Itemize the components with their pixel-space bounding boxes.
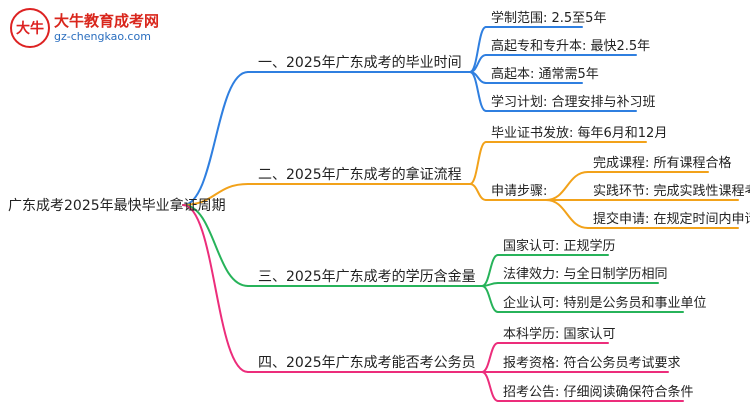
connector-root-branch-4 (182, 204, 249, 373)
branch-2-label: 二、2025年广东成考的拿证流程 (258, 166, 462, 183)
branch-4-leaf-3: 招考公告: 仔细阅读确保符合条件 (503, 384, 694, 400)
connector-branch-4-leaf-3 (481, 371, 499, 402)
branch-3-leaf-2: 法律效力: 与全日制学历相同 (503, 266, 668, 282)
branch-2-leaf-2: 申请步骤: (491, 184, 547, 199)
branch-2-subleaf-1: 完成课程: 所有课程合格 (593, 155, 732, 171)
connector-branch-4-leaf-1 (481, 342, 499, 373)
branch-3-label: 三、2025年广东成考的学历含金量 (258, 269, 476, 285)
connector-branch-2-subleaf-1 (545, 171, 589, 201)
connector-branch-2-subleaf-3 (545, 199, 589, 229)
branch-2-subleaf-3: 提交申请: 在规定时间内申请 (593, 211, 750, 227)
connector-root-branch-1 (182, 71, 249, 206)
connector-branch-2-leaf-2 (469, 183, 487, 201)
branch-3-leaf-3: 企业认可: 特别是公务员和事业单位 (503, 295, 707, 311)
logo-badge-icon: 大牛 (10, 8, 50, 48)
connector-branch-3-leaf-1 (481, 254, 499, 287)
connector-branch-2-leaf-1 (469, 141, 487, 185)
root-topic: 广东成考2025年最快毕业拿证周期 (8, 197, 226, 214)
connector-branch-3-leaf-3 (481, 285, 499, 313)
branch-1-leaf-1: 学制范围: 2.5至5年 (491, 10, 606, 26)
connector-root-branch-3 (182, 204, 249, 287)
branch-2-leaf-1: 毕业证书发放: 每年6月和12月 (491, 125, 667, 141)
branch-1-leaf-2: 高起专和专升本: 最快2.5年 (491, 38, 650, 54)
logo-site-name: 大牛教育成考网 (54, 12, 160, 30)
branch-2-subleaf-2: 实践环节: 完成实践性课程考核 (593, 184, 750, 199)
logo-site-url: gz-chengkao.com (54, 30, 151, 43)
site-logo: 大牛 大牛教育成考网 gz-chengkao.com (10, 8, 180, 48)
connector-lines (182, 26, 739, 402)
connector-branch-1-leaf-4 (469, 71, 487, 112)
branch-1-label: 一、2025年广东成考的毕业时间 (258, 55, 462, 71)
branch-4-leaf-2: 报考资格: 符合公务员考试要求 (503, 355, 681, 371)
branch-3-leaf-1: 国家认可: 正规学历 (503, 238, 616, 254)
connector-root-branch-2 (182, 183, 249, 206)
branch-1-leaf-4: 学习计划: 合理安排与补习班 (491, 94, 656, 110)
branch-4-label: 四、2025年广东成考能否考公务员 (258, 355, 476, 371)
branch-1-leaf-3: 高起本: 通常需5年 (491, 66, 599, 82)
branch-4-leaf-1: 本科学历: 国家认可 (503, 326, 616, 342)
